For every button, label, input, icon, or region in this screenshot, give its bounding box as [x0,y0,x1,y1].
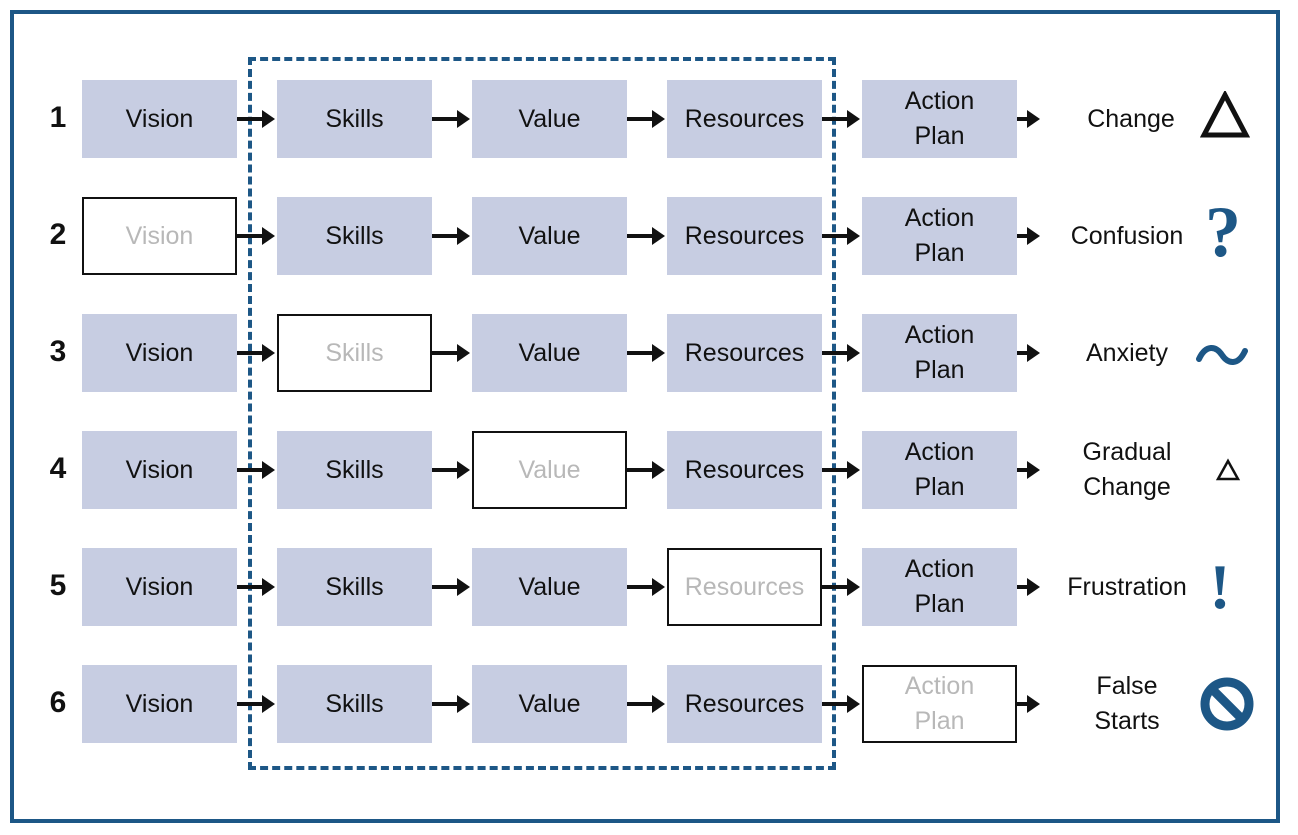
row-number: 3 [49,335,67,368]
flow-arrow [237,461,275,479]
step-box: Skills [277,197,432,275]
step-box: Vision [82,80,237,158]
exclamation-icon: ! [1209,551,1231,622]
delta-icon [1198,86,1252,144]
step-box: Skills [277,665,432,743]
flow-arrow [237,344,275,362]
flow-arrow [627,461,665,479]
small-delta-icon [1213,455,1243,485]
flow-arrow [627,110,665,128]
step-box: Value [472,548,627,626]
flow-arrow [432,461,470,479]
flow-arrow [1017,461,1040,479]
flow-arrow [627,344,665,362]
flow-arrow [822,110,860,128]
outcome-label: Change [1087,104,1175,133]
step-box: Vision [82,665,237,743]
step-box: Value [472,197,627,275]
flow-arrow [822,695,860,713]
flow-arrow [432,695,470,713]
flow-arrow [1017,110,1040,128]
step-box: Value [472,80,627,158]
flow-arrow [822,461,860,479]
dashed-group-border [248,57,836,770]
flow-arrow [237,227,275,245]
step-box: Skills [277,548,432,626]
flow-arrow [627,227,665,245]
step-box: Resources [667,314,822,392]
step-box: Resources [667,197,822,275]
flow-arrow [1017,578,1040,596]
flow-arrow [627,578,665,596]
flow-arrow [822,227,860,245]
outcome-label: Anxiety [1086,338,1168,367]
flow-arrow [1017,344,1040,362]
flow-arrow [822,344,860,362]
flow-arrow [237,695,275,713]
step-box: Value [472,665,627,743]
flow-arrow [237,110,275,128]
step-box: Skills [277,80,432,158]
question-mark-icon: ? [1205,192,1241,272]
outcome-label: Frustration [1067,572,1187,601]
row-number: 5 [49,569,67,602]
step-box-missing: Resources [667,548,822,626]
row-number: 2 [49,218,67,251]
flow-arrow [432,227,470,245]
flow-arrow [1017,695,1040,713]
step-box: Resources [667,431,822,509]
step-box: Resources [667,80,822,158]
row-number: 1 [49,101,67,134]
step-box: Vision [82,548,237,626]
step-box: Vision [82,314,237,392]
row-number: 4 [49,452,67,485]
step-box: Value [472,314,627,392]
prohibited-icon [1197,674,1257,734]
flow-arrow [432,344,470,362]
step-box-missing: Vision [82,197,237,275]
flow-arrow [822,578,860,596]
step-box: Skills [277,431,432,509]
outcome-label: Confusion [1070,221,1184,250]
tilde-icon [1194,339,1250,371]
flow-arrow [432,578,470,596]
step-box-missing: Value [472,431,627,509]
step-box-missing: Skills [277,314,432,392]
flow-arrow [1017,227,1040,245]
step-box: Resources [667,665,822,743]
row-number: 6 [49,686,67,719]
flow-arrow [432,110,470,128]
flow-arrow [627,695,665,713]
step-box: Vision [82,431,237,509]
flow-arrow [237,578,275,596]
